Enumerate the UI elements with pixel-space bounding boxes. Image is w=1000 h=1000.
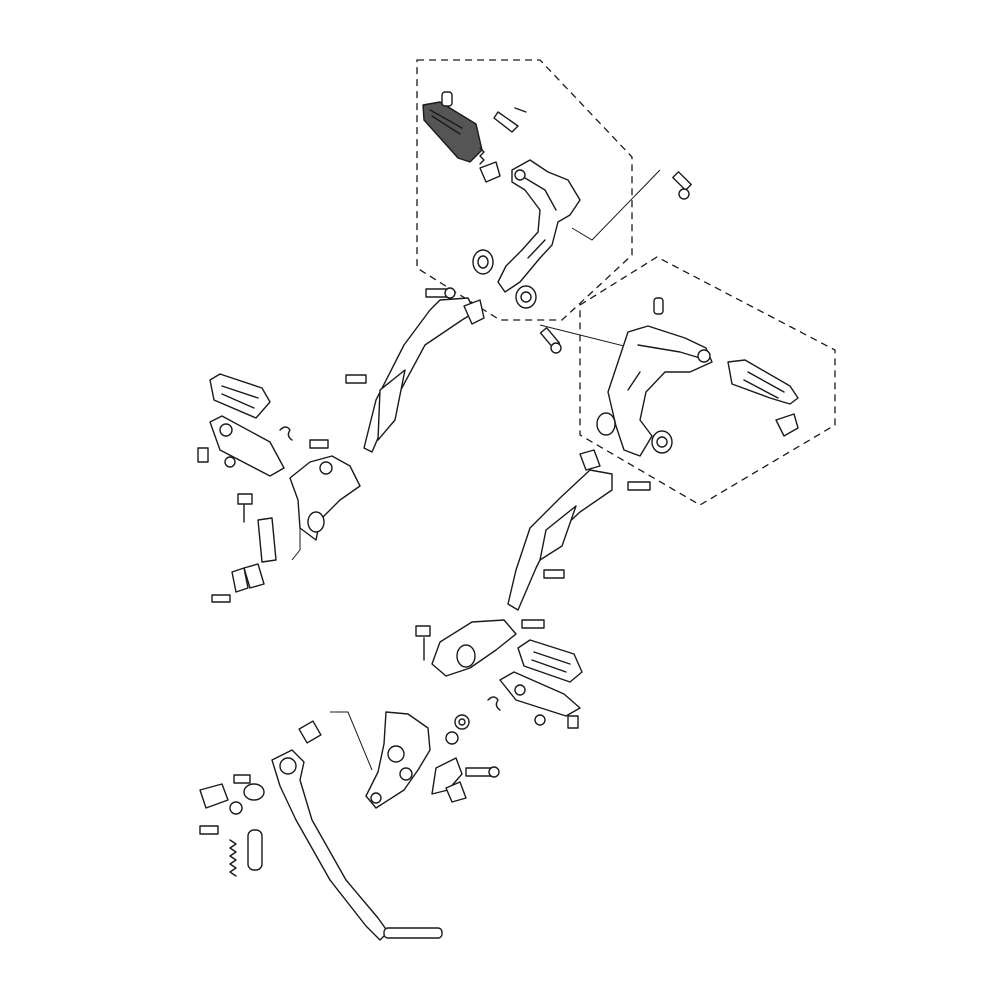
rider-footrest-bracket-upper — [497, 159, 581, 293]
bolt — [543, 569, 565, 579]
hinge-plate — [257, 517, 277, 563]
bolt — [199, 825, 219, 835]
bushing — [651, 430, 673, 454]
footrest-pin — [415, 625, 431, 661]
subassembly-boundary-upper — [416, 59, 633, 321]
bolt — [521, 619, 545, 629]
clip — [775, 413, 799, 437]
footrest-pin — [653, 297, 664, 315]
bolt — [465, 766, 500, 778]
pedal-bushing — [247, 829, 263, 871]
spring — [479, 147, 485, 165]
spring — [279, 426, 293, 441]
footrest-pin — [441, 91, 453, 107]
clip — [479, 161, 501, 183]
footrest-holder-right — [499, 671, 581, 717]
rider-footrest-peg-highlighted — [422, 101, 483, 163]
pivot-collar — [243, 783, 265, 801]
cotter-pin — [493, 107, 527, 133]
spring-holder — [231, 563, 265, 593]
bolt — [425, 287, 456, 299]
brake-pedal-bracket — [365, 711, 431, 809]
bolt — [627, 481, 651, 491]
nut — [454, 714, 470, 730]
spring — [487, 696, 501, 711]
washer — [445, 731, 459, 745]
spring-hook-plate — [199, 783, 229, 809]
passenger-footrest-bracket-right — [507, 469, 613, 611]
footrest-pin — [237, 493, 253, 523]
clip — [579, 449, 601, 471]
bracket-plate — [431, 757, 463, 795]
rider-footrest-peg-right — [727, 359, 799, 405]
pedal-end-pin — [383, 927, 443, 939]
bolt — [672, 171, 692, 200]
passenger-footrest-peg-left — [209, 373, 271, 419]
bushing — [515, 285, 537, 309]
passenger-footrest-bracket-left — [363, 297, 485, 453]
bushing — [472, 249, 494, 275]
bolt — [298, 720, 322, 744]
bolt — [309, 439, 329, 449]
subassembly-boundary-right — [579, 256, 836, 506]
brake-pedal — [271, 749, 389, 941]
bolt — [233, 774, 251, 784]
nut — [567, 715, 579, 729]
clip — [445, 781, 467, 803]
washer — [229, 801, 243, 815]
footrest-holder-left — [209, 415, 285, 477]
return-spring — [229, 839, 237, 877]
leader-line — [571, 169, 661, 241]
leader-line — [330, 711, 373, 771]
footrest-bracket-mount-right — [431, 619, 517, 677]
bolt — [211, 594, 231, 603]
footrest-bracket-mount-left — [289, 455, 361, 541]
passenger-footrest-peg-right — [517, 639, 583, 683]
washer — [224, 456, 236, 468]
bolt — [345, 374, 367, 384]
bolt — [197, 447, 209, 463]
bushing — [596, 412, 616, 436]
rider-footrest-bracket-right — [607, 325, 713, 457]
washer — [534, 714, 546, 726]
bolt — [539, 327, 562, 354]
